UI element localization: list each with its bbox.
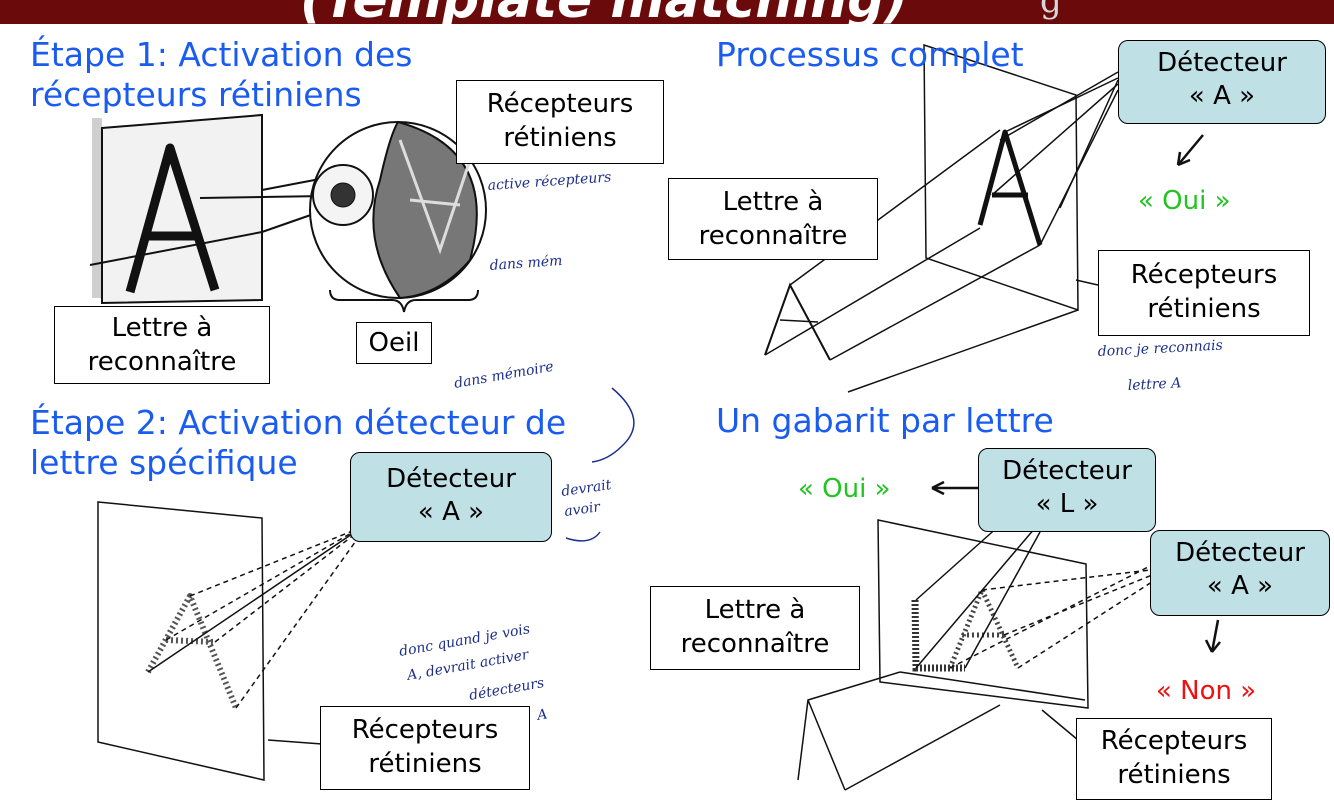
note-donc-je-reconnais: donc je reconnais (1097, 337, 1223, 360)
detector-word: Détecteur (1157, 48, 1287, 78)
note-devrait: devrait (560, 477, 612, 500)
gabarit-no-label: « Non » (1156, 676, 1257, 706)
receptors-line2: rétiniens (368, 749, 482, 779)
receptors-line2: rétiniens (1117, 760, 1231, 790)
template-drawing (797, 480, 1221, 791)
receptors-line2: rétiniens (503, 123, 617, 153)
detector-word: Détecteur (1002, 456, 1132, 486)
letter-line2: reconnaître (680, 629, 830, 659)
gabarit-receptors-label: Récepteurs rétiniens (1076, 718, 1272, 800)
gabarit-detector-l: Détecteur « L » (978, 448, 1156, 532)
letter-line1: Lettre à (704, 595, 806, 625)
letter-line1: Lettre à (722, 187, 824, 217)
complete-detector-a: Détecteur « A » (1118, 40, 1326, 124)
step2-detector-a: Détecteur « A » (350, 452, 552, 542)
step2-receptors-label: Récepteurs rétiniens (320, 706, 530, 790)
complete-yes-label: « Oui » (1138, 186, 1231, 216)
note-dans-mem: dans mém (489, 253, 563, 274)
letter-line2: reconnaître (87, 347, 237, 377)
note-a: A (534, 706, 549, 724)
step1-receptors-label: Récepteurs rétiniens (456, 80, 664, 164)
receptors-line2: rétiniens (1147, 294, 1261, 324)
receptors-line1: Récepteurs (1100, 726, 1248, 756)
gabarit-letter-label: Lettre à reconnaître (650, 586, 860, 670)
letter-a (125, 143, 220, 294)
detector-letter: « L » (1035, 489, 1099, 519)
retina-plane (923, 43, 1079, 312)
gabarit-yes-label: « Oui » (798, 474, 891, 504)
note-dans-memoire: dans mémoire (453, 359, 555, 392)
letter-line1: Lettre à (111, 313, 213, 343)
gabarit-title: Un gabarit par lettre (716, 401, 1054, 440)
banner-title-suffix: g (1040, 0, 1062, 21)
note-detecteurs: détecteurs (468, 675, 545, 704)
step1-title-line1: Étape 1: Activation des (30, 35, 413, 74)
receptors-line1: Récepteurs (1130, 260, 1278, 290)
letter-line2: reconnaître (698, 221, 848, 251)
note-lettre-a: lettre A (1127, 375, 1181, 394)
title-banner: (Template matching) g (0, 0, 1334, 24)
note-avoir: avoir (563, 499, 602, 520)
step2-drawing (97, 501, 359, 781)
detector-word: Détecteur (1175, 538, 1305, 568)
receptors-line1: Récepteurs (351, 715, 499, 745)
complete-letter-label: Lettre à reconnaître (668, 178, 878, 260)
complete-process-title: Processus complet (716, 35, 1024, 74)
step1-letter-label: Lettre à reconnaître (54, 306, 270, 384)
step2-title-line1: Étape 2: Activation détecteur de (30, 403, 567, 442)
detector-letter: « A » (1206, 571, 1274, 601)
eye-brace (329, 289, 479, 313)
receptors-line1: Récepteurs (486, 89, 634, 119)
step1-title-line2: récepteurs rétiniens (30, 75, 362, 114)
step1-drawing (89, 113, 487, 313)
complete-receptors-label: Récepteurs rétiniens (1098, 250, 1310, 336)
complete-process-drawing (764, 43, 1204, 393)
note-active-recepteurs: active récepteurs (487, 169, 612, 194)
detector-letter: « A » (417, 497, 485, 527)
detector-word: Détecteur (386, 464, 516, 494)
step2-title-line2: lettre spécifique (30, 443, 298, 482)
gabarit-detector-a: Détecteur « A » (1150, 530, 1330, 616)
letter-card (101, 113, 263, 305)
detector-letter: « A » (1188, 81, 1256, 111)
eye-label: Oeil (356, 322, 432, 364)
banner-title: (Template matching) (300, 0, 908, 24)
